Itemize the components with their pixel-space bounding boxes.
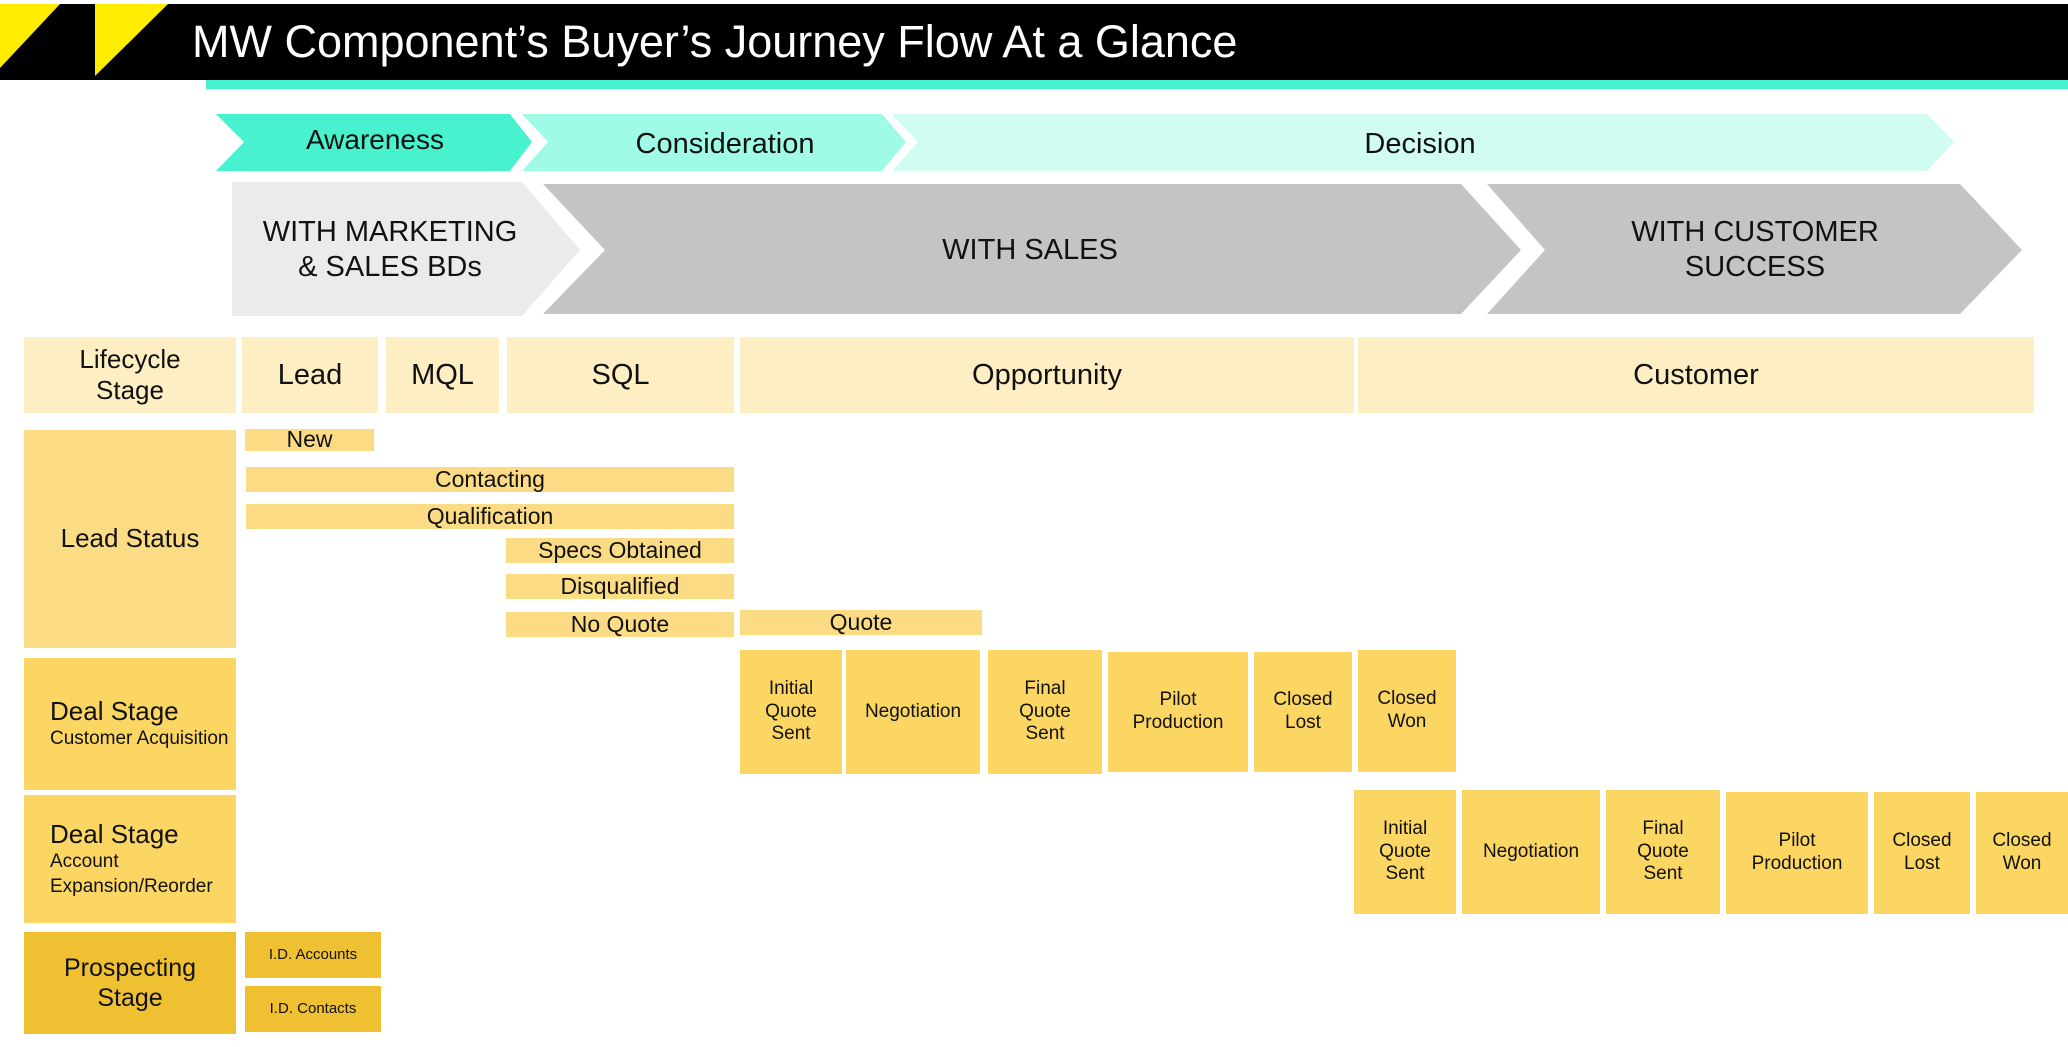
acq-pilot-production: Pilot Production — [1108, 652, 1248, 772]
lead-status-qualification: Qualification — [246, 503, 734, 529]
deal-stage-acquisition-title: Deal Stage — [50, 696, 179, 727]
deal-stage-acquisition-subtitle: Customer Acquisition — [50, 728, 229, 750]
owner-sales: WITH SALES — [942, 233, 1118, 266]
owner-marketing: WITH MARKETING & SALES BDs — [262, 216, 518, 283]
lead-status-specs-obtained: Specs Obtained — [506, 537, 734, 563]
page-title: MW Component’s Buyer’s Journey Flow At a… — [192, 16, 1238, 67]
lead-status-contacting: Contacting — [246, 466, 734, 492]
deal-stage-expansion-header: Deal Stage Account Expansion/Reorder — [24, 795, 236, 923]
corner-decoration — [0, 4, 168, 76]
owner-customer-success: WITH CUSTOMER SUCCESS — [1631, 216, 1879, 283]
title-bar — [0, 4, 2068, 80]
stage-consideration: Consideration — [635, 127, 815, 160]
lifecycle-opportunity: Opportunity — [740, 337, 1354, 413]
decision-chevron — [892, 114, 1954, 171]
acq-negotiation: Negotiation — [846, 650, 980, 774]
sales-chevron — [543, 184, 1521, 314]
stage-awareness: Awareness — [305, 124, 444, 156]
stage-decision: Decision — [1364, 127, 1476, 160]
acq-closed-won: Closed Won — [1358, 650, 1456, 772]
acq-final-quote-sent: Final Quote Sent — [988, 650, 1102, 774]
lead-status-no-quote: No Quote — [506, 611, 734, 637]
consideration-chevron — [522, 114, 906, 171]
exp-pilot-production: Pilot Production — [1726, 792, 1868, 914]
prospecting-stage-header: Prospecting Stage — [24, 932, 236, 1034]
exp-initial-quote-sent: Initial Quote Sent — [1354, 790, 1456, 914]
acq-initial-quote-sent: Initial Quote Sent — [740, 650, 842, 774]
acq-closed-lost: Closed Lost — [1254, 652, 1352, 772]
accent-line — [206, 80, 2068, 89]
exp-final-quote-sent: Final Quote Sent — [1606, 790, 1720, 914]
deal-stage-expansion-subtitle: Account Expansion/Reorder — [50, 850, 213, 897]
lead-status-disqualified: Disqualified — [506, 573, 734, 599]
lifecycle-sql: SQL — [507, 337, 734, 413]
marketing-chevron — [232, 182, 580, 316]
awareness-chevron — [216, 114, 532, 171]
exp-closed-lost: Closed Lost — [1874, 792, 1970, 914]
lifecycle-lead: Lead — [242, 337, 378, 413]
lead-status-new: New — [245, 426, 374, 452]
prospecting-id-accounts: I.D. Accounts — [245, 932, 381, 978]
exp-closed-won: Closed Won — [1976, 792, 2068, 914]
journey-chevrons — [216, 114, 2022, 316]
deal-stage-acquisition-header: Deal Stage Customer Acquisition — [24, 658, 236, 790]
customer-success-chevron — [1487, 184, 2022, 314]
prospecting-id-contacts: I.D. Contacts — [245, 986, 381, 1032]
deal-stage-expansion-title: Deal Stage — [50, 818, 179, 849]
lifecycle-customer: Customer — [1358, 337, 2034, 413]
lead-status-quote: Quote — [740, 609, 982, 635]
lifecycle-stage-header: Lifecycle Stage — [24, 337, 236, 413]
lifecycle-mql: MQL — [386, 337, 499, 413]
lead-status-header: Lead Status — [24, 430, 236, 648]
exp-negotiation: Negotiation — [1462, 790, 1600, 914]
